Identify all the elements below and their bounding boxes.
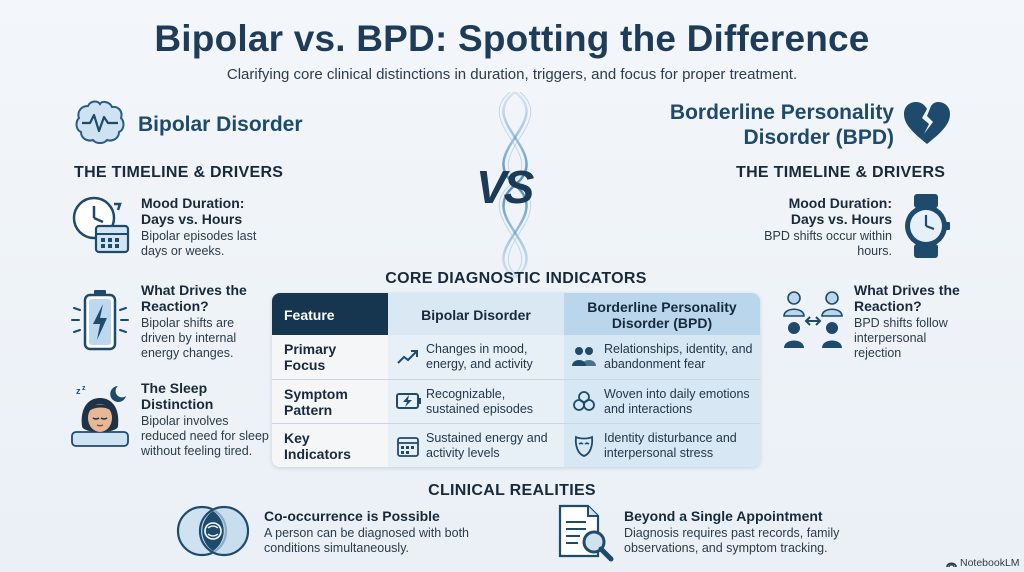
document-magnifier-icon bbox=[556, 504, 614, 562]
row-bpd-text: Identity disturbance and interpersonal s… bbox=[604, 431, 737, 460]
people-pair-icon bbox=[572, 346, 596, 368]
reality-cooccurrence-text: A person can be diagnosed with both cond… bbox=[264, 526, 470, 555]
reality-beyond-appointment-text: Diagnosis requires past records, family … bbox=[624, 526, 840, 555]
left-item-drivers-title: What Drives the Reaction? bbox=[141, 282, 247, 314]
page-subtitle: Clarifying core clinical distinctions in… bbox=[226, 66, 798, 83]
svg-text:z: z bbox=[82, 385, 86, 392]
row-feature-label: Symptom Pattern bbox=[284, 386, 348, 418]
reality-cooccurrence: Co-occurrence is Possible A person can b… bbox=[264, 508, 504, 556]
row-bpd-text: Relationships, identity, and abandonment… bbox=[604, 342, 753, 371]
interpersonal-people-icon bbox=[782, 290, 844, 350]
reality-beyond-appointment: Beyond a Single Appointment Diagnosis re… bbox=[624, 508, 874, 556]
left-section-heading: THE TIMELINE & DRIVERS bbox=[74, 164, 284, 181]
right-item-duration-text: BPD shifts occur within hours. bbox=[764, 229, 892, 258]
table-row: Symptom Pattern Recognizable, sustained … bbox=[272, 379, 760, 423]
table-heading: CORE DIAGNOSTIC INDICATORS bbox=[385, 270, 647, 287]
left-item-drivers: What Drives the Reaction? Bipolar shifts… bbox=[141, 282, 271, 361]
left-item-sleep: The Sleep Distinction Bipolar involves r… bbox=[141, 380, 271, 459]
reality-beyond-appointment-title: Beyond a Single Appointment bbox=[624, 508, 823, 524]
sleeping-person-icon: z z bbox=[68, 382, 132, 448]
calendar-icon bbox=[396, 434, 420, 458]
table-header-row: Feature Bipolar Disorder Borderline Pers… bbox=[272, 293, 760, 335]
right-section-heading: THE TIMELINE & DRIVERS bbox=[736, 164, 946, 181]
right-item-duration: Mood Duration: Days vs. Hours BPD shifts… bbox=[762, 195, 892, 259]
woven-knot-icon bbox=[572, 390, 596, 414]
svg-text:z: z bbox=[76, 386, 81, 396]
mask-icon bbox=[572, 434, 596, 458]
left-item-sleep-title: The Sleep Distinction bbox=[141, 380, 214, 412]
left-item-duration: Mood Duration: Days vs. Hours Bipolar ep… bbox=[141, 195, 271, 259]
reality-cooccurrence-title: Co-occurrence is Possible bbox=[264, 508, 440, 524]
header-bpd: Borderline Personality Disorder (BPD) bbox=[564, 293, 760, 335]
header-bipolar: Bipolar Disorder bbox=[388, 293, 564, 335]
wristwatch-icon bbox=[900, 192, 952, 260]
left-item-duration-title: Mood Duration: Days vs. Hours bbox=[141, 195, 245, 227]
left-item-duration-text: Bipolar episodes last days or weeks. bbox=[141, 229, 257, 258]
trend-up-icon bbox=[396, 347, 420, 367]
bipolar-heading: Bipolar Disorder bbox=[138, 113, 303, 136]
venn-brain-icon bbox=[176, 504, 250, 558]
vs-label: VS bbox=[476, 161, 534, 213]
brand-badge: NotebookLM bbox=[946, 557, 1020, 569]
diagnostic-table: Feature Bipolar Disorder Borderline Pers… bbox=[272, 293, 760, 467]
energy-battery-icon bbox=[396, 392, 422, 410]
left-item-sleep-text: Bipolar involves reduced need for sleep … bbox=[141, 414, 269, 458]
row-bipolar-text: Changes in mood, energy, and activity bbox=[426, 342, 533, 371]
right-item-drivers-title: What Drives the Reaction? bbox=[854, 282, 960, 314]
header-feature: Feature bbox=[272, 293, 388, 335]
realities-heading: CLINICAL REALITIES bbox=[428, 482, 596, 499]
row-bpd-text: Woven into daily emotions and interactio… bbox=[604, 387, 750, 416]
bpd-heading: Borderline Personality Disorder (BPD) bbox=[669, 101, 894, 149]
battery-lightning-icon bbox=[70, 288, 130, 352]
row-bipolar-text: Sustained energy and activity levels bbox=[426, 431, 548, 460]
clock-calendar-icon bbox=[70, 194, 132, 256]
table-row: Key Indicators Sustained energy and acti… bbox=[272, 423, 760, 467]
brand-label: NotebookLM bbox=[960, 557, 1020, 569]
row-bipolar-text: Recognizable, sustained episodes bbox=[426, 387, 534, 416]
helix-decoration bbox=[470, 92, 560, 278]
right-item-drivers: What Drives the Reaction? BPD shifts fol… bbox=[854, 282, 974, 361]
row-feature-label: Key Indicators bbox=[284, 430, 351, 462]
right-item-drivers-text: BPD shifts follow interpersonal rejectio… bbox=[854, 316, 948, 360]
notebooklm-logo-icon bbox=[946, 561, 957, 567]
right-item-duration-title: Mood Duration: Days vs. Hours bbox=[788, 195, 892, 227]
table-row: Primary Focus Changes in mood, energy, a… bbox=[272, 335, 760, 379]
broken-heart-icon bbox=[902, 100, 952, 146]
brain-pulse-icon bbox=[74, 98, 126, 146]
left-item-drivers-text: Bipolar shifts are driven by internal en… bbox=[141, 316, 237, 360]
page-title: Bipolar vs. BPD: Spotting the Difference bbox=[154, 18, 870, 59]
row-feature-label: Primary Focus bbox=[284, 341, 337, 373]
